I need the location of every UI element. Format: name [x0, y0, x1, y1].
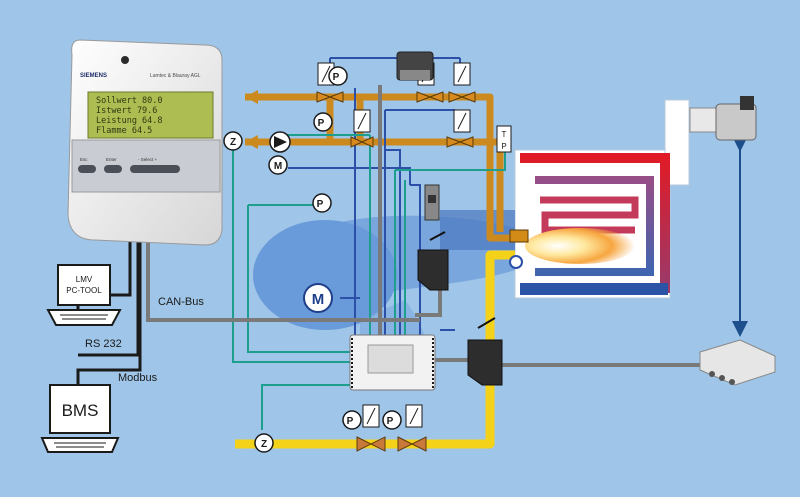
burner-control-unit: [349, 334, 436, 391]
enter-button-label[interactable]: Enter: [106, 157, 117, 162]
boiler: [514, 99, 690, 299]
oil-valves: [316, 91, 476, 148]
modbus-label: Modbus: [118, 372, 158, 384]
oil-pump-arrow-icon: [274, 136, 287, 148]
air-damper-actuator: [417, 231, 449, 291]
display-line-4: Flamme 64.5: [96, 126, 152, 136]
motor-symbol: [303, 283, 333, 313]
p-max-label: P: [318, 118, 325, 129]
pump-motor-label: M: [274, 161, 282, 172]
expansion-module: [699, 339, 776, 386]
oil-supply-arrow: [245, 135, 258, 149]
p-air-label: P: [317, 199, 324, 210]
bms-computer: [40, 384, 120, 453]
temp-t-label: T: [502, 130, 507, 139]
p-gas-label: P: [347, 416, 354, 427]
chimney-actuator: [689, 96, 757, 141]
burner-head: [509, 229, 529, 269]
oil-regulator-device: [396, 51, 434, 81]
motor-label: M: [312, 291, 325, 308]
gas-meter-z-label: Z: [261, 439, 267, 450]
oil-meter-z-label: Z: [230, 137, 236, 148]
rs232-label: RS 232: [85, 338, 122, 350]
oil-return-arrow: [245, 90, 258, 104]
display-line-1: Sollwert 80.0: [96, 96, 163, 106]
bms-label: BMS: [62, 401, 99, 420]
esc-button-label[interactable]: Esc: [80, 157, 88, 162]
laptop-label-line-2: PC-TOOL: [66, 286, 102, 295]
gas-damper-actuator: [467, 317, 503, 386]
oil-meter-z-icon: [223, 131, 243, 151]
burner-blower: [253, 210, 515, 370]
brand-label: SIEMENS: [80, 73, 107, 79]
display-unit: [67, 39, 223, 246]
p-hot-label: P: [333, 72, 340, 83]
gas-valves: [356, 436, 427, 452]
select-button-label[interactable]: - Select +: [138, 157, 158, 162]
pump-motor-icon: [268, 155, 288, 175]
temp-p-label: P: [501, 142, 506, 151]
flame-detector: [424, 184, 440, 221]
flame: [525, 228, 635, 264]
model-label: Lamtec & Blauray AGL: [150, 73, 201, 79]
gas-meter-z-icon: [254, 433, 274, 453]
laptop-label-line-1: LMV: [76, 275, 93, 284]
display-line-2: Istwert 79.6: [96, 106, 157, 116]
p-min-label: P: [387, 416, 394, 427]
can-bus-label: CAN-Bus: [158, 296, 204, 308]
laptop-pc-tool: [46, 264, 122, 326]
control-lines-teal: [232, 134, 506, 430]
temp-pressure-sensor: [496, 125, 512, 153]
display-line-3: Leistung 64.8: [96, 116, 163, 126]
pressure-switches: [312, 66, 402, 430]
